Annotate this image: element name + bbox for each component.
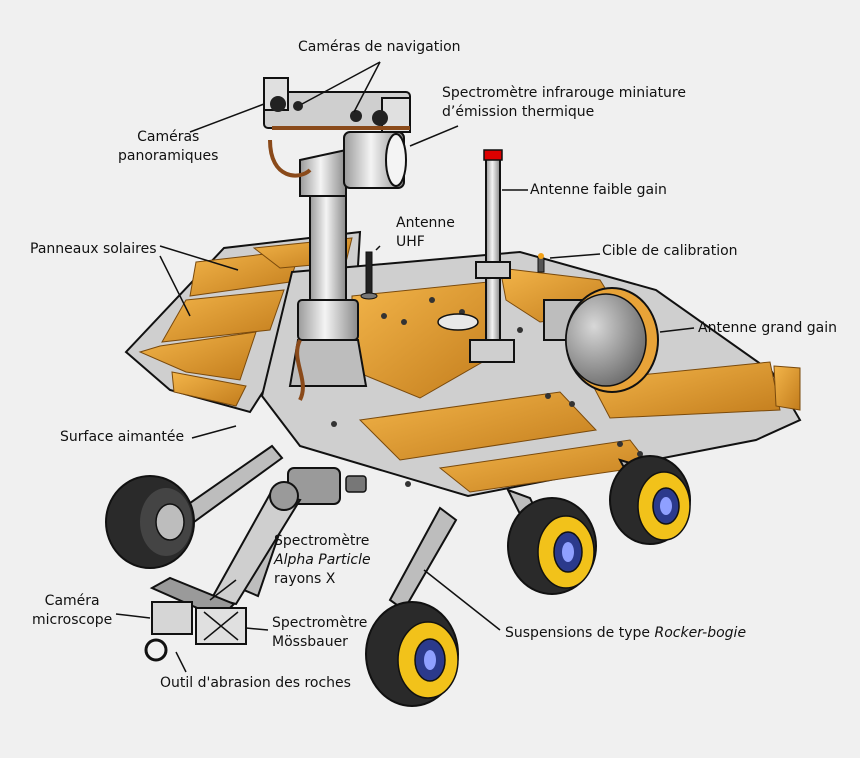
label-high-gain-antenna: Antenne grand gain <box>698 320 838 336</box>
camera-head <box>263 77 411 133</box>
wheel-front-right <box>365 601 459 707</box>
label-rock-abrasion-tool: Outil d'abrasion des roches <box>160 675 351 691</box>
camera-mast <box>268 131 407 401</box>
uhf-antenna <box>360 251 378 300</box>
calibration-target <box>537 253 545 273</box>
label-calibration-target: Cible de calibration <box>602 243 738 259</box>
label-pan-cameras: Caméras panoramiques <box>118 129 219 164</box>
label-mini-tes: Spectromètre infrarouge miniature d’émis… <box>442 85 686 120</box>
label-magnet-surface: Surface aimantée <box>60 429 185 445</box>
label-mossbauer: Spectromètre Mössbauer <box>272 615 368 650</box>
label-rocker-bogie: Suspensions de type Rocker-bogie <box>505 625 747 641</box>
main-deck <box>260 250 802 498</box>
label-nav-cameras: Caméras de navigation <box>298 39 461 55</box>
label-apxs: Spectromètre Alpha Particle rayons X <box>274 533 371 587</box>
label-microscope-camera: Caméra microscope <box>32 593 113 628</box>
wheel-front-left <box>105 475 195 569</box>
wheel-rear-right <box>609 455 691 545</box>
label-low-gain-antenna: Antenne faible gain <box>530 182 667 198</box>
instrument-turret <box>144 601 247 662</box>
label-solar-panels: Panneaux solaires <box>30 241 157 257</box>
leader-lines <box>115 61 695 673</box>
label-uhf-antenna: Antenne UHF <box>396 215 455 250</box>
high-gain-antenna <box>543 287 659 393</box>
low-gain-antenna <box>469 149 515 363</box>
wheel-middle-right <box>507 497 597 595</box>
